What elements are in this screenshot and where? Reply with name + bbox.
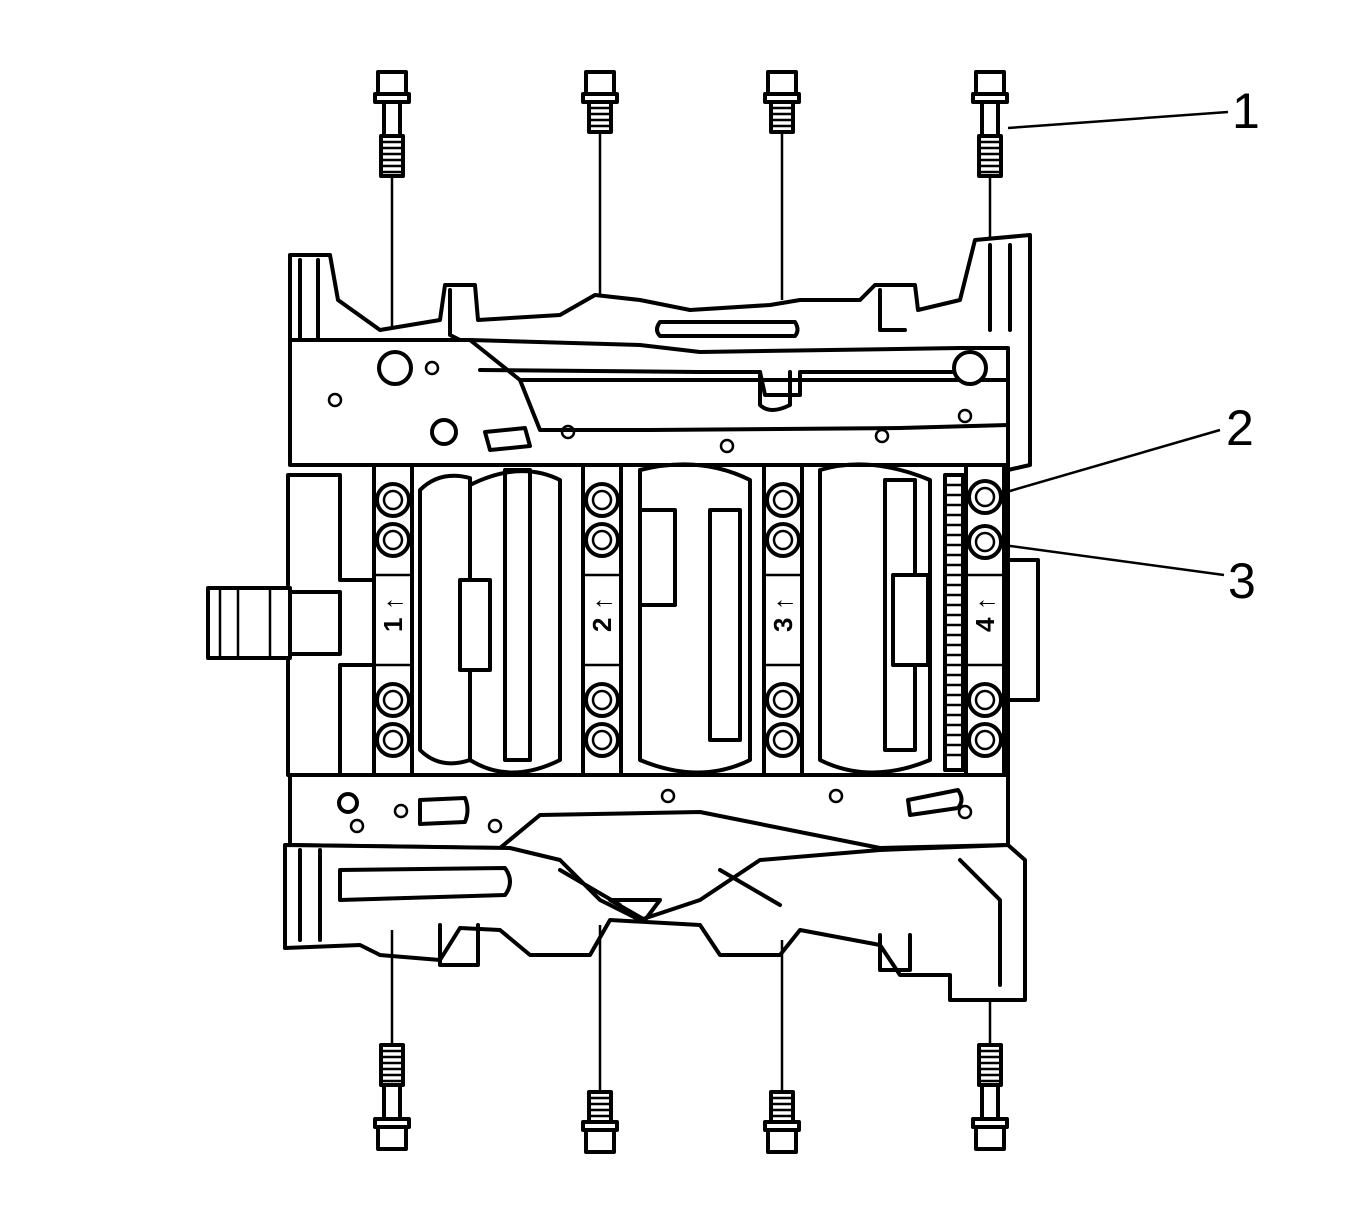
hole-upper-2 (424, 360, 440, 376)
oil-passage-upper (483, 426, 532, 452)
hole-lower-2 (393, 803, 409, 819)
rear-flange (1006, 558, 1040, 702)
lower-oil-gallery (338, 866, 512, 902)
crankpin-web-1 (503, 468, 532, 762)
bearing-cap-1: 1 ↑ (372, 463, 414, 777)
upper-housing-edges (298, 243, 1012, 372)
bearing-cap-label-3: 3 (768, 618, 798, 632)
lower-housing-edges (298, 848, 1002, 987)
bolt-top-1 (373, 70, 411, 178)
bottom-bolts (373, 925, 1009, 1154)
lower-housing-ribs (558, 868, 782, 922)
callout-1: 1 (1232, 83, 1260, 139)
bolt-bottom-4 (971, 1043, 1009, 1151)
hole-lower-3 (487, 818, 503, 834)
hole-upper-3 (560, 424, 576, 440)
dowel-hole-upper-right (952, 350, 988, 386)
upper-frame-pocket (758, 370, 792, 412)
crankpin-1 (458, 578, 492, 672)
crank-pulley-hub (288, 590, 342, 656)
arrow-icon: ↑ (587, 597, 617, 610)
throw-3 (818, 462, 932, 775)
dowel-hole-upper-left (377, 350, 413, 386)
dowel-hole-lower-left (337, 792, 359, 814)
hole-upper-6 (957, 408, 973, 424)
bearing-caps: 1 ↑ 2 ↑ 3 ↑ (372, 463, 1006, 777)
oil-hole-upper (430, 418, 458, 446)
lower-frame-band (288, 773, 1010, 850)
hole-lower-5 (828, 788, 844, 804)
arrow-icon: ↑ (970, 597, 1000, 610)
lower-housing-bosses (438, 923, 912, 972)
bearing-cap-2: 2 ↑ (581, 463, 623, 777)
bearing-cap-label-2: 2 (587, 618, 617, 632)
hole-upper-5 (874, 428, 890, 444)
bolt-top-4 (971, 70, 1009, 178)
arrow-icon: ↑ (378, 597, 408, 610)
upper-frame-top-edge (468, 338, 1010, 427)
upper-oil-gallery (655, 320, 800, 338)
bolt-bottom-3 (763, 1090, 801, 1154)
bolt-bottom-1 (373, 1043, 411, 1151)
bearing-cap-3: 3 ↑ (762, 463, 804, 777)
throw-1 (468, 469, 562, 775)
snout-keyway (218, 588, 272, 658)
bearing-cap-label-4: 4 (970, 617, 1000, 632)
crankpin-web-2 (708, 508, 742, 742)
throw-2 (638, 462, 752, 775)
crankshaft-snout (206, 586, 292, 660)
bolt-top-2 (581, 70, 619, 134)
engine-block (283, 233, 1032, 1002)
hole-lower-4 (660, 788, 676, 804)
top-bolts (373, 70, 1009, 330)
callout-3: 3 (1228, 553, 1256, 609)
callouts: 1 2 3 (1002, 83, 1260, 609)
leader-line-3 (1002, 543, 1225, 577)
crankshaft-nose (206, 473, 377, 777)
hole-lower-1 (349, 818, 365, 834)
hole-lower-6 (957, 804, 973, 820)
oil-passage-lower (418, 796, 470, 826)
bearing-cap-label-1: 1 (378, 618, 408, 632)
bearing-cap-4: 4 ↑ (964, 463, 1006, 777)
hole-upper-4 (719, 438, 735, 454)
upper-frame-rib (478, 368, 962, 397)
crankshaft (373, 462, 1040, 777)
bolt-bottom-2 (581, 1090, 619, 1154)
upper-housing (288, 233, 1032, 472)
reluctor-teeth (945, 483, 963, 757)
crankpin-3 (891, 573, 930, 667)
bolt-top-3 (763, 70, 801, 134)
arrow-icon: ↑ (768, 597, 798, 610)
leader-line-2 (1002, 428, 1221, 495)
leader-line-1 (1007, 110, 1229, 130)
oil-passage-lower-right (906, 788, 964, 817)
crankpin-2 (638, 508, 677, 607)
callout-2: 2 (1226, 400, 1254, 456)
hole-upper-1 (327, 392, 343, 408)
